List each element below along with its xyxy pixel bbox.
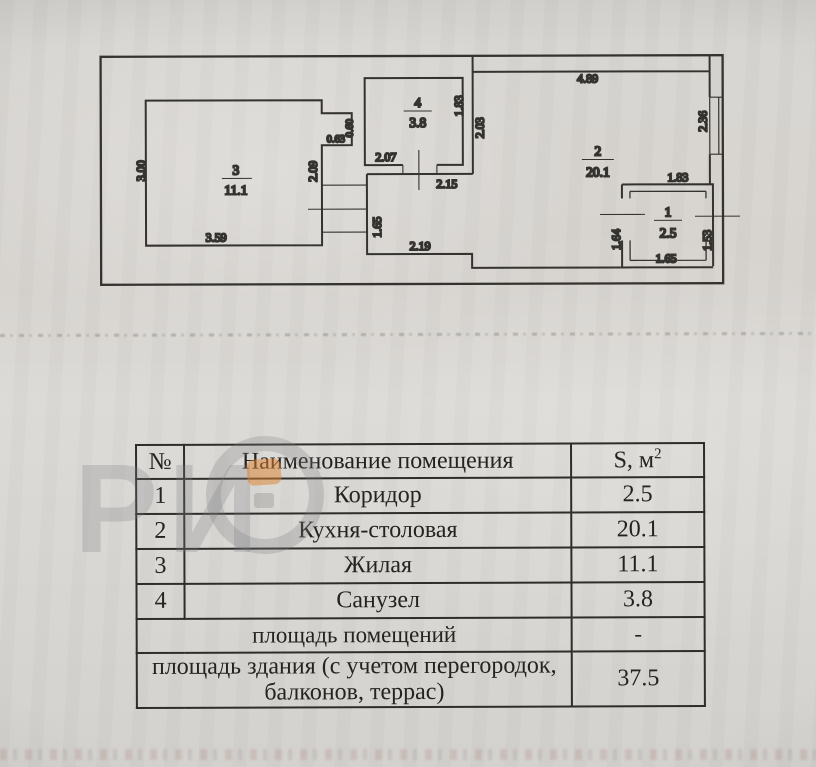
total-building-row: площадь здания (с учетом перегородок, ба… xyxy=(136,651,705,708)
dim-room1-right: 1.53 xyxy=(700,230,714,251)
room-3-area: 11.1 xyxy=(224,182,247,197)
room-1-number: 1 xyxy=(665,204,672,219)
row-name: Жилая xyxy=(184,547,572,584)
window xyxy=(709,96,723,155)
dim-room2-window: 2.36 xyxy=(696,111,710,132)
corridor-outline xyxy=(365,174,621,269)
table-row: 3 Жилая 11.1 xyxy=(136,547,705,584)
dim-room2-left-wall: 2.03 xyxy=(473,117,487,138)
room-2-top-wall xyxy=(472,56,711,73)
dim-corridor-height: 1.65 xyxy=(370,217,384,238)
dim-notch-height: 0.60 xyxy=(345,119,356,137)
room-1-outer xyxy=(620,183,715,268)
dim-room2-top: 4.89 xyxy=(577,72,598,86)
dim-room1-bottom: 1.65 xyxy=(656,251,677,265)
room-area-table: № Наименование помещения S, м2 1 Коридор… xyxy=(135,442,706,709)
room-1-inner xyxy=(629,190,707,262)
row-name: Коридор xyxy=(184,477,572,514)
row-name: Санузел xyxy=(184,582,572,619)
dim-room3-right: 2.09 xyxy=(306,161,320,182)
header-room-name: Наименование помещения xyxy=(184,443,572,479)
room-2-area: 20.1 xyxy=(586,164,610,179)
row-number: 4 xyxy=(136,583,185,619)
dim-room4-right: 1.83 xyxy=(452,95,466,116)
dim-room1-left: 1.64 xyxy=(609,229,623,250)
room-4-number: 4 xyxy=(414,95,421,110)
row-number: 3 xyxy=(136,548,185,584)
table-row: 4 Санузел 3.8 xyxy=(136,582,705,619)
header-area-base: S, м xyxy=(613,447,655,474)
room-2-number: 2 xyxy=(594,143,601,158)
room-1-area: 2.5 xyxy=(660,225,677,240)
row-area: 2.5 xyxy=(571,477,705,513)
row-number: 2 xyxy=(136,513,185,549)
total-building-label: площадь здания (с учетом перегородок, ба… xyxy=(136,651,572,708)
total-rooms-area: - xyxy=(571,617,705,652)
dim-room4-bottom: 2.07 xyxy=(375,150,396,164)
room-3-outline xyxy=(144,99,353,247)
table-header-row: № Наименование помещения S, м2 xyxy=(136,443,705,479)
dim-room1-top: 1.83 xyxy=(667,170,688,184)
total-rooms-label: площадь помещений xyxy=(136,617,572,653)
room-4-area: 3.8 xyxy=(409,115,426,130)
dim-notch-width: 0.63 xyxy=(327,134,345,145)
room-3-number: 3 xyxy=(232,162,239,177)
table-row: 1 Коридор 2.5 xyxy=(136,477,705,514)
opening-lines xyxy=(307,149,741,233)
floor-plan-drawing: 3 11.1 4 3.8 2 20.1 1 2.5 3.59 0.63 2.07… xyxy=(99,54,741,286)
room-label-bars xyxy=(221,110,683,221)
row-area: 3.8 xyxy=(571,582,705,618)
dim-corridor-bottom: 2.19 xyxy=(410,239,431,253)
plan-outer-border xyxy=(99,54,725,286)
room-4-outline xyxy=(363,76,464,167)
table-row: 2 Кухня-столовая 20.1 xyxy=(136,512,705,549)
row-area: 11.1 xyxy=(571,547,705,583)
total-building-area: 37.5 xyxy=(571,651,705,707)
dim-room4-door: 2.15 xyxy=(436,177,457,191)
header-area-sup: 2 xyxy=(654,446,662,463)
header-number: № xyxy=(136,444,185,479)
header-area: S, м2 xyxy=(570,443,705,478)
row-number: 1 xyxy=(136,478,185,514)
total-rooms-row: площадь помещений - xyxy=(136,617,705,653)
row-name: Кухня-столовая xyxy=(184,512,572,549)
row-area: 20.1 xyxy=(571,512,705,548)
bottom-faint-watermark-strip xyxy=(0,749,816,760)
dim-room3-left: 3.00 xyxy=(134,160,148,181)
dim-room3-bottom: 3.59 xyxy=(206,230,227,244)
